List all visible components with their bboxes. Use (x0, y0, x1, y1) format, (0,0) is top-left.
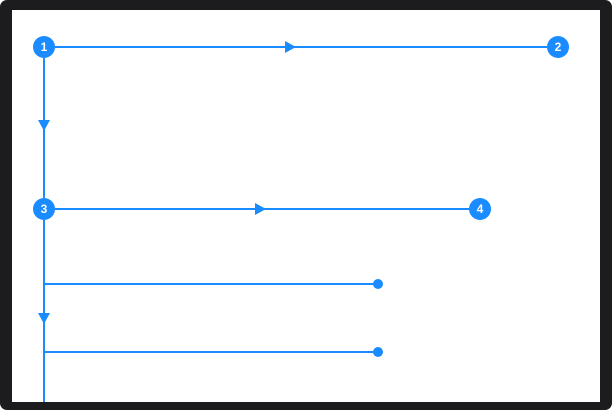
branch-line-bottom (44, 351, 374, 353)
arrow-down-lower-icon (38, 313, 50, 324)
node-3: 3 (33, 198, 55, 220)
edge-1-to-2 (55, 46, 547, 48)
endpoint-dot-bottom (373, 347, 383, 357)
arrow-right-middle-icon (255, 203, 266, 215)
arrow-right-top-icon (285, 41, 296, 53)
branch-line-top (44, 283, 374, 285)
endpoint-dot-top (373, 279, 383, 289)
node-4: 4 (469, 198, 491, 220)
arrow-down-upper-icon (38, 120, 50, 131)
diagram-canvas: 1 2 3 4 (12, 10, 600, 402)
node-2: 2 (547, 36, 569, 58)
node-1: 1 (33, 36, 55, 58)
edge-3-continued (43, 220, 45, 402)
